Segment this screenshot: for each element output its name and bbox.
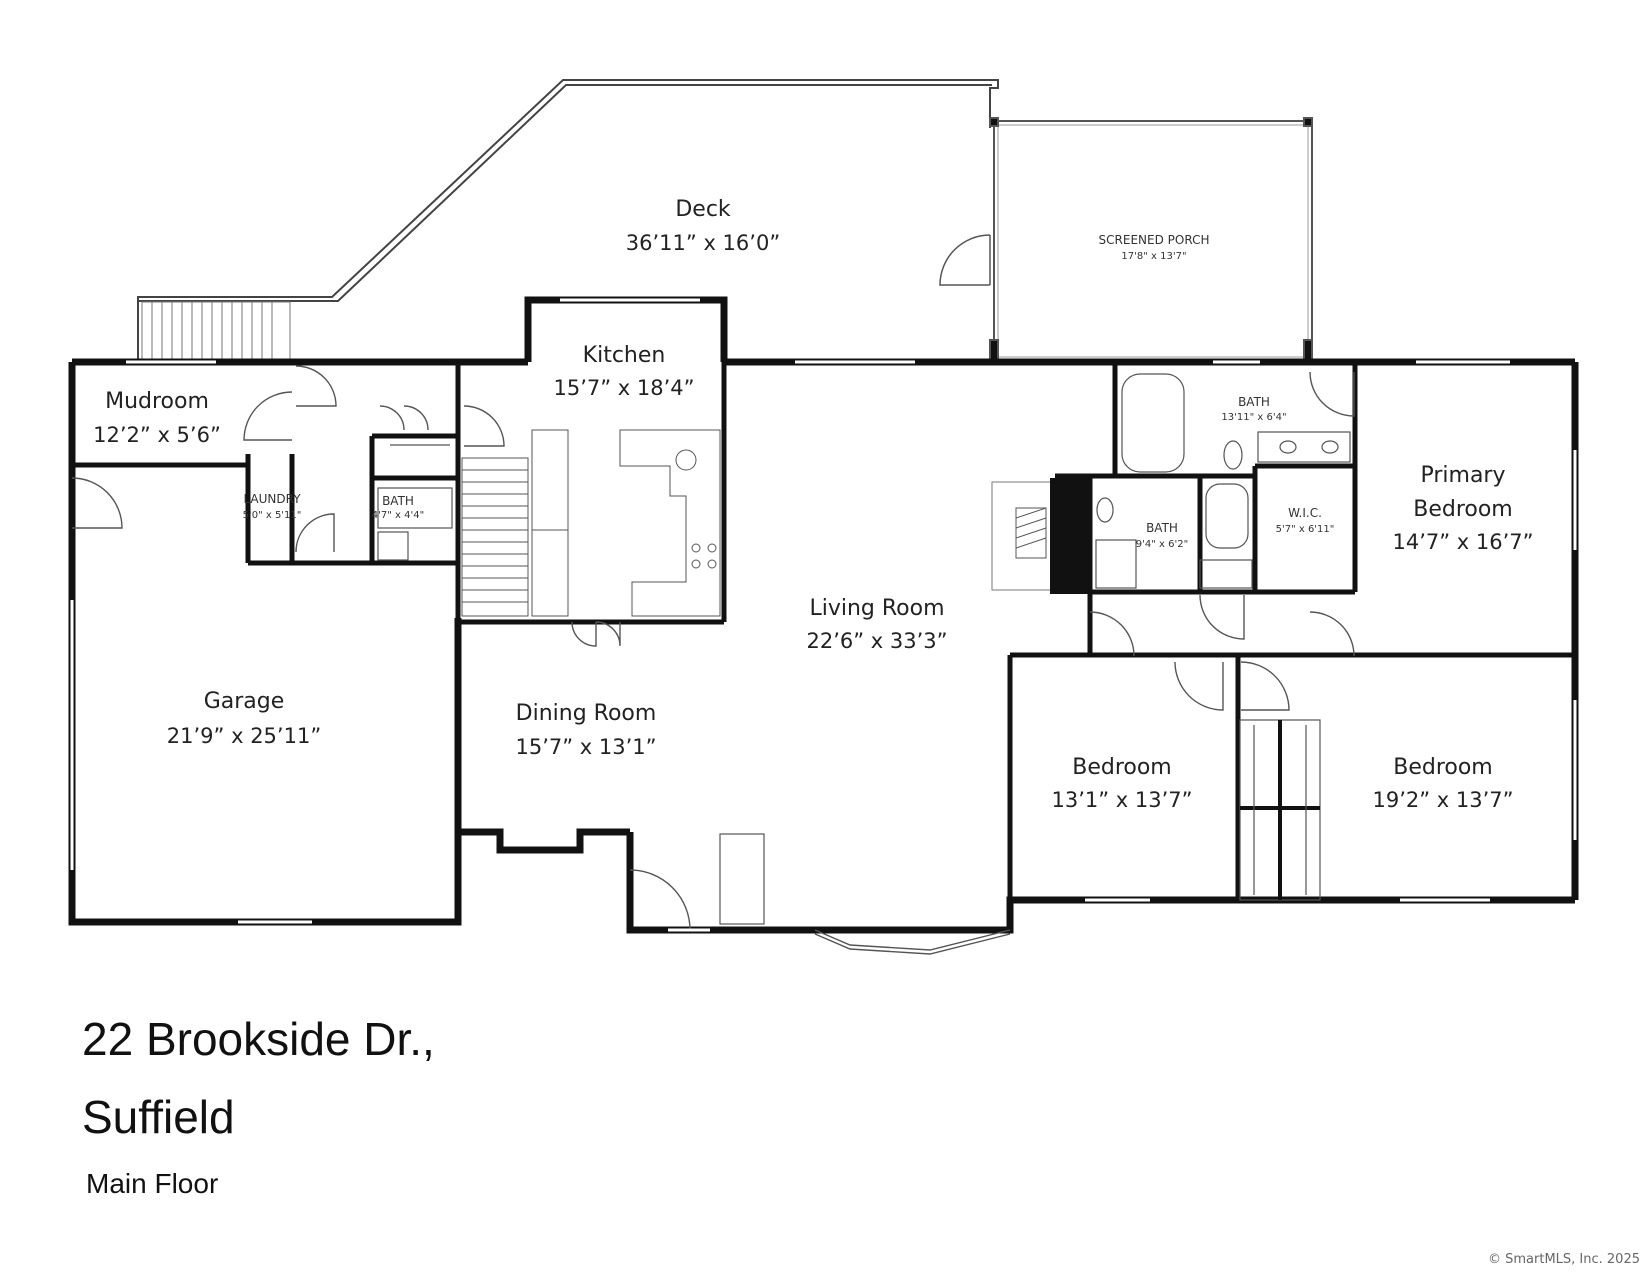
floor-plan: Deck 36’11” x 16’0” SCREENED PORCH 17'8"…: [68, 79, 1579, 955]
deck-stairs: [141, 301, 291, 361]
bath-hall-name: BATH: [1146, 521, 1178, 535]
bedroom-closets: [719, 719, 1321, 925]
bath-master-dim: 13'11" x 6'4": [1221, 412, 1286, 423]
interior-walls: [72, 362, 1575, 900]
bath-hall-dim: 9'4" x 6'2": [1136, 539, 1188, 550]
primary-dim: 14’7” x 16’7”: [1392, 530, 1533, 554]
laundry-dim: 5'0" x 5'11": [243, 510, 302, 521]
windows: [70, 298, 1577, 932]
porch-name: SCREENED PORCH: [1099, 233, 1210, 247]
deck-name: Deck: [675, 197, 731, 222]
address-line-2: Suffield: [82, 1091, 235, 1143]
floor-label: Main Floor: [86, 1168, 219, 1199]
wic-name: W.I.C.: [1288, 506, 1322, 520]
room-labels: Deck 36’11” x 16’0” SCREENED PORCH 17'8"…: [93, 197, 1533, 812]
kitchen-name: Kitchen: [583, 343, 666, 368]
porch-door: [939, 234, 991, 286]
deck-dim: 36’11” x 16’0”: [626, 231, 780, 255]
bath-small-dim: 4'7" x 4'4": [372, 510, 424, 521]
deck-outline: [137, 79, 999, 360]
primary-name-1: Primary: [1420, 463, 1505, 488]
garage-name: Garage: [204, 689, 285, 714]
bath-master-name: BATH: [1238, 395, 1270, 409]
mudroom-dim: 12’2” x 5’6”: [93, 423, 221, 447]
living-name: Living Room: [809, 596, 944, 621]
bath-small-name: BATH: [382, 494, 414, 508]
wic-dim: 5'7" x 6'11": [1276, 524, 1335, 535]
dining-dim: 15’7” x 13’1”: [515, 735, 656, 759]
kitchen-dim: 15’7” x 18’4”: [553, 376, 694, 400]
primary-name-2: Bedroom: [1413, 497, 1513, 522]
bedroom1-dim: 13’1” x 13’7”: [1051, 788, 1192, 812]
screened-porch-walls: [989, 117, 1313, 363]
fireplace: [991, 478, 1090, 594]
bedroom2-dim: 19’2” x 13’7”: [1372, 788, 1513, 812]
laundry-name: LAUNDRY: [243, 492, 301, 506]
interior-stairs: [461, 457, 529, 617]
copyright-notice: © SmartMLS, Inc. 2025: [1487, 1252, 1640, 1267]
bay-window: [814, 929, 1011, 955]
bedroom1-name: Bedroom: [1072, 755, 1172, 780]
mudroom-name: Mudroom: [105, 389, 209, 414]
garage-dim: 21’9” x 25’11”: [167, 724, 321, 748]
dining-name: Dining Room: [516, 701, 657, 726]
bedroom2-name: Bedroom: [1393, 755, 1493, 780]
living-dim: 22’6” x 33’3”: [806, 629, 947, 653]
address-line-1: 22 Brookside Dr.,: [82, 1013, 435, 1065]
porch-dim: 17'8" x 13'7": [1121, 251, 1186, 262]
bath-fixtures: [377, 373, 1351, 589]
doors: [71, 365, 1355, 931]
kitchen-counters: [531, 429, 721, 617]
